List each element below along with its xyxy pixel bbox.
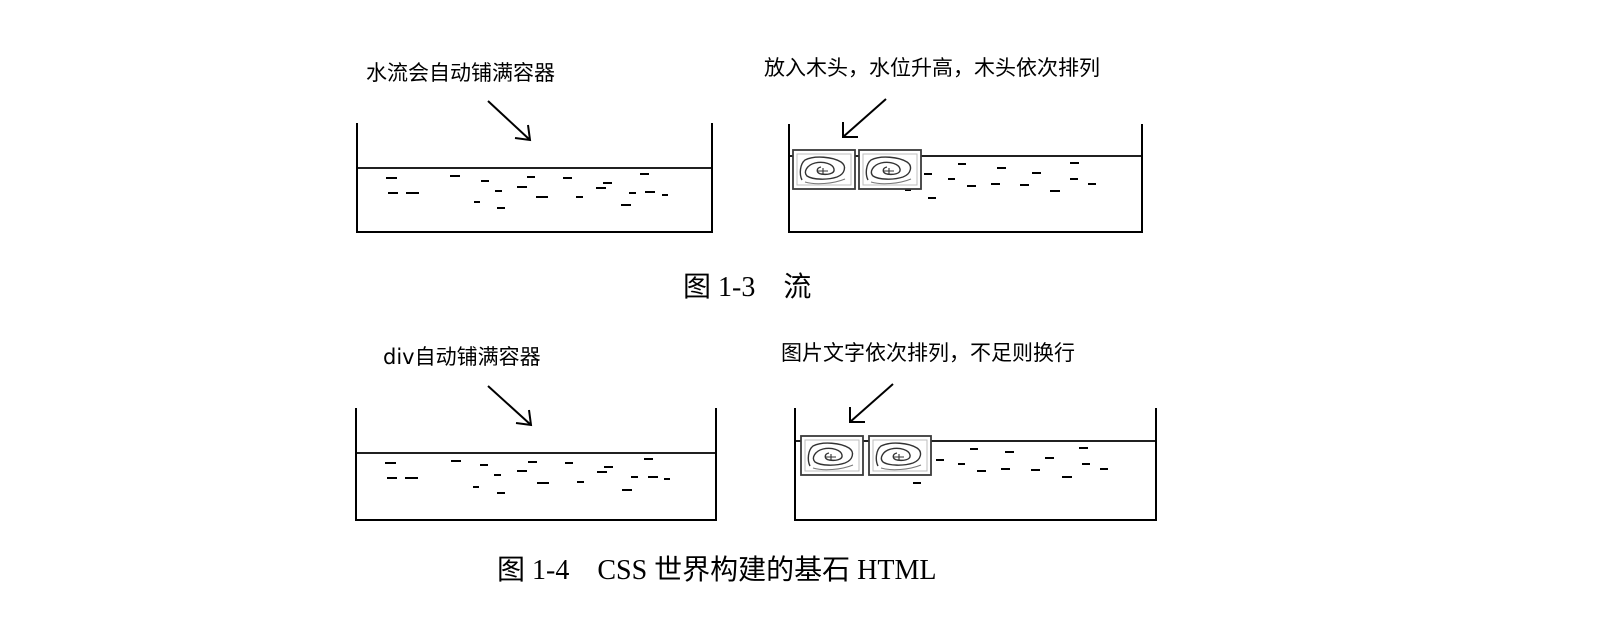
image-block-icon <box>868 435 932 476</box>
arrow-right-1-3 <box>842 98 887 138</box>
note-images-text-flow: 图片文字依次排列，不足则换行 <box>781 341 1075 365</box>
container-left-1-3 <box>356 123 713 233</box>
wood-block-icon <box>792 149 856 190</box>
wood-block-icon <box>858 149 922 190</box>
water-ripples-left-1-3 <box>386 173 668 209</box>
ripples-left-1-4 <box>385 458 670 494</box>
note-div-fills-container: div自动铺满容器 <box>383 345 541 369</box>
note-wood-added-water-rises: 放入木头，水位升高，木头依次排列 <box>764 56 1100 80</box>
image-block-icon <box>800 435 864 476</box>
ripples-right-1-4 <box>913 447 1108 484</box>
figure-caption-1-4: 图 1-4 CSS 世界构建的基石 HTML <box>497 555 937 586</box>
note-water-fills-container: 水流会自动铺满容器 <box>366 61 555 85</box>
arrow-left-1-3 <box>487 100 532 142</box>
water-ripples-right-1-3 <box>905 162 1096 199</box>
arrow-right-1-4 <box>849 383 894 423</box>
figure-caption-1-3: 图 1-3 流 <box>683 272 812 303</box>
arrow-left-1-4 <box>487 385 533 427</box>
container-left-1-4 <box>355 408 717 521</box>
